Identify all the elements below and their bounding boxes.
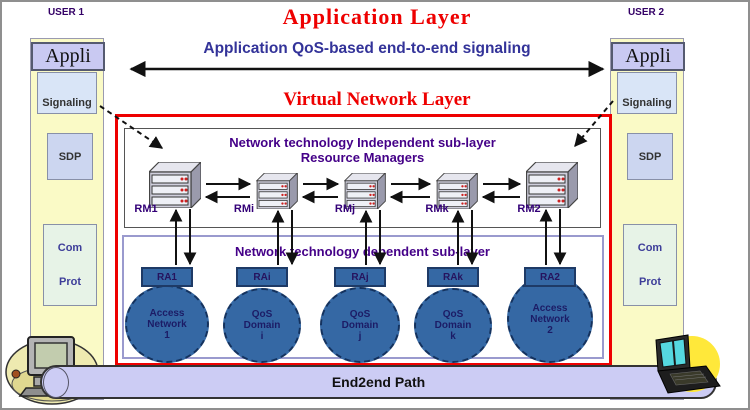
- user1-signaling-box: Signaling: [37, 72, 97, 114]
- end2end-path-cylinder: End2end Path: [40, 365, 717, 399]
- dependent-sublayer-title: Network technology dependent sub-layer: [235, 244, 490, 259]
- rm2-label: RM2: [517, 203, 541, 215]
- ra1-box: RA1: [141, 267, 193, 287]
- end-to-end-signaling-label: Application QoS-based end-to-end signali…: [203, 40, 531, 57]
- user2-label: USER 2: [627, 7, 665, 18]
- user1-sdp-box: SDP: [47, 133, 93, 180]
- user1-label: USER 1: [47, 7, 85, 18]
- user2-signaling-box: Signaling: [617, 72, 677, 114]
- independent-sublayer-title: Network technology Independent sub-layer: [229, 135, 496, 150]
- user2-appli-box: Appli: [611, 42, 685, 71]
- application-layer-title: Application Layer: [282, 4, 472, 29]
- qos-domain-i-circle: QoS Domain i: [223, 288, 301, 363]
- rm1-label: RM1: [134, 203, 158, 215]
- access-network-1-circle: Access Network 1: [125, 285, 209, 363]
- user2-comprot-box: Com Prot: [623, 224, 677, 306]
- user1-appli-box: Appli: [31, 42, 105, 71]
- qos-domain-k-circle: QoS Domain k: [414, 288, 492, 363]
- user1-comprot-box: Com Prot: [43, 224, 97, 306]
- rmk-label: RMk: [425, 203, 449, 215]
- rai-box: RAi: [236, 267, 288, 287]
- rmj-label: RMj: [334, 203, 356, 215]
- virtual-network-layer-title: Virtual Network Layer: [283, 89, 471, 110]
- access-network-2-circle: Access Network 2: [507, 275, 593, 363]
- cylinder-left-cap: [43, 367, 69, 398]
- resource-managers-title: Resource Managers: [300, 150, 425, 165]
- raj-box: RAj: [334, 267, 386, 287]
- qos-domain-j-circle: QoS Domain j: [320, 287, 400, 363]
- user2-sdp-box: SDP: [627, 133, 673, 180]
- rak-box: RAk: [427, 267, 479, 287]
- ra2-box: RA2: [524, 267, 576, 287]
- rmi-label: RMi: [233, 203, 255, 215]
